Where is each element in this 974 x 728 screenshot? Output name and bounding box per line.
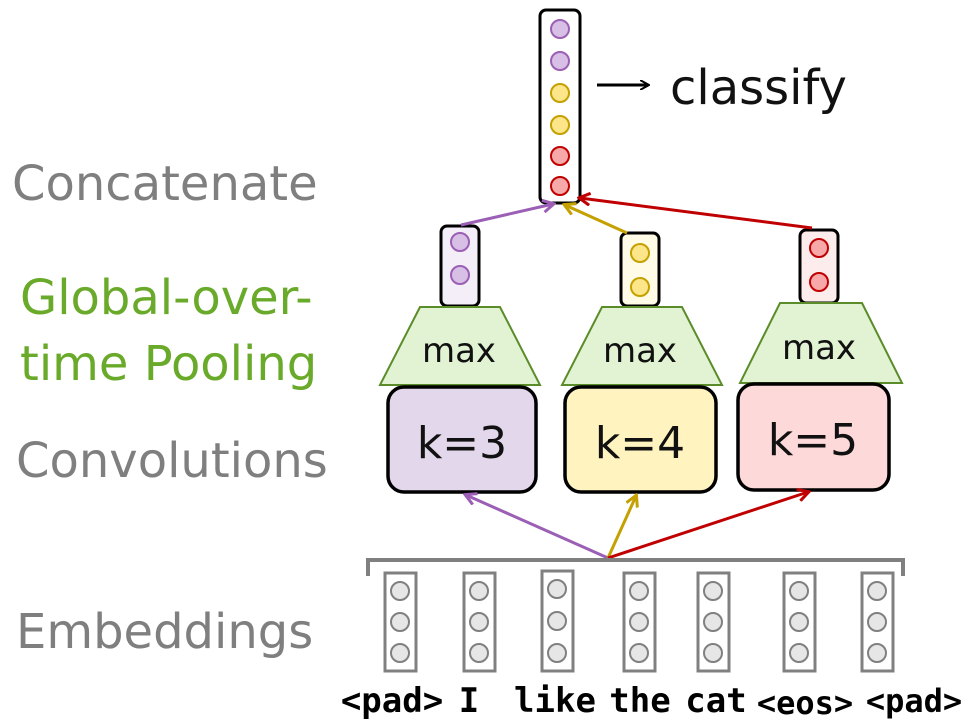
- token-label: <eos>: [757, 684, 853, 722]
- concat-dot: [550, 19, 570, 39]
- token-label: <pad>: [341, 681, 443, 721]
- max-pool-label: max: [422, 331, 496, 371]
- max-pool-k4: [560, 306, 724, 386]
- embedding-column: [462, 571, 497, 673]
- embedding-column: [782, 571, 817, 673]
- token-label: the: [609, 681, 670, 721]
- arrow-pool-to-concat-k3: [460, 204, 553, 227]
- embedding-column: [696, 571, 731, 673]
- conv-label-k3: k=3: [417, 418, 507, 469]
- concat-dot: [550, 51, 570, 71]
- embedding-column: [860, 571, 895, 673]
- token-label: cat: [685, 681, 746, 721]
- embedding-column: [540, 569, 575, 673]
- arrow-embed-to-conv-k5: [607, 492, 808, 560]
- concat-dot: [550, 115, 570, 135]
- max-pool-k5: [738, 302, 904, 384]
- conv-label-k4: k=4: [595, 418, 685, 469]
- embedding-column: [622, 571, 657, 673]
- concat-dot: [550, 83, 570, 103]
- pooled-dot: [809, 238, 829, 258]
- token-label: like: [514, 681, 596, 721]
- concat-dot: [550, 146, 570, 166]
- max-pool-label: max: [603, 331, 677, 371]
- pooled-dot: [450, 232, 470, 252]
- token-label: I: [459, 681, 479, 721]
- arrow-pool-to-concat-k4: [565, 205, 628, 235]
- pooled-dot: [450, 265, 470, 285]
- conv-label-k5: k=5: [768, 415, 858, 466]
- conv-box-k5: [736, 382, 891, 492]
- conv-box-k3: [386, 385, 538, 494]
- arrow-embed-to-conv-k3: [466, 495, 609, 560]
- stage-label-embeddings: Embeddings: [16, 604, 313, 660]
- arrow-pool-to-concat-k5: [580, 198, 813, 230]
- stage-label-convolutions: Convolutions: [16, 433, 328, 489]
- pooled-dot: [630, 243, 650, 263]
- output-label-classify: classify: [670, 60, 847, 116]
- embedding-column: [383, 571, 418, 673]
- stage-label-pooling-line1: Global-over-: [20, 270, 313, 326]
- embeddings-bracket: [366, 558, 905, 576]
- pooled-dot: [630, 277, 650, 297]
- concat-dot: [550, 176, 570, 196]
- token-label: <pad>: [866, 682, 962, 720]
- conv-box-k4: [563, 385, 718, 494]
- concatenated-vector: [538, 8, 582, 205]
- arrow-embed-to-conv-k4: [606, 496, 636, 559]
- stage-label-concatenate: Concatenate: [12, 156, 318, 212]
- stage-label-pooling-line2: time Pooling: [20, 336, 317, 392]
- pooled-dot: [809, 272, 829, 292]
- max-pool-label: max: [782, 328, 856, 368]
- max-pool-k3: [378, 306, 542, 386]
